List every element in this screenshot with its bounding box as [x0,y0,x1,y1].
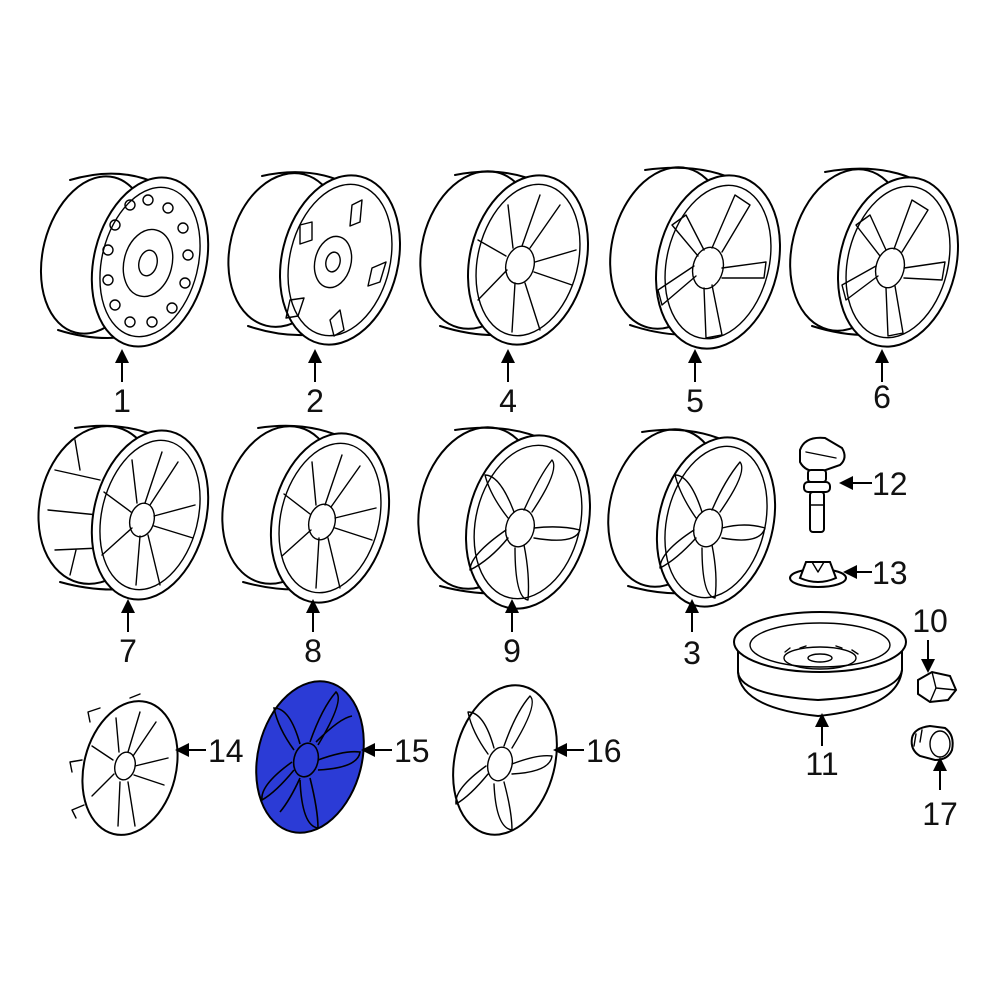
callout-10: 10 [912,603,948,639]
part-9-alloy-wheel[interactable] [402,414,608,621]
part-14-wheel-cover[interactable] [69,691,191,845]
part-1-steel-wheel[interactable] [25,165,225,359]
callout-16: 16 [586,733,622,769]
callout-1: 1 [113,383,131,419]
callout-9: 9 [503,633,521,669]
callout-6: 6 [873,379,891,415]
part-4-alloy-wheel[interactable] [404,159,605,358]
part-12-tpms-sensor[interactable] [799,436,846,533]
callout-2: 2 [306,383,324,419]
callout-17: 17 [922,796,958,832]
callout-15: 15 [394,733,430,769]
callout-14: 14 [208,733,244,769]
part-16-wheel-cover[interactable] [438,674,572,846]
part-2-steel-wheel[interactable] [213,161,417,357]
part-11-spare-wheel[interactable] [733,611,907,718]
callout-11: 11 [805,746,838,782]
callout-4: 4 [499,383,517,419]
part-17-center-cap[interactable] [910,724,954,762]
part-6-alloy-wheel[interactable] [774,157,975,360]
callout-8: 8 [304,633,322,669]
part-15-wheel-cover-highlighted[interactable] [241,670,379,845]
part-13-nut[interactable] [789,561,847,588]
part-3-alloy-wheel[interactable] [592,417,792,619]
callout-7: 7 [119,633,137,669]
callout-5: 5 [686,383,704,419]
callout-13: 13 [872,555,908,591]
part-5-alloy-wheel[interactable] [594,155,798,362]
callout-12: 12 [872,466,908,502]
part-8-alloy-wheel[interactable] [206,414,406,615]
part-7-alloy-wheel[interactable] [22,413,225,612]
part-10-lug-nut[interactable] [917,670,958,704]
callout-3: 3 [683,635,701,671]
